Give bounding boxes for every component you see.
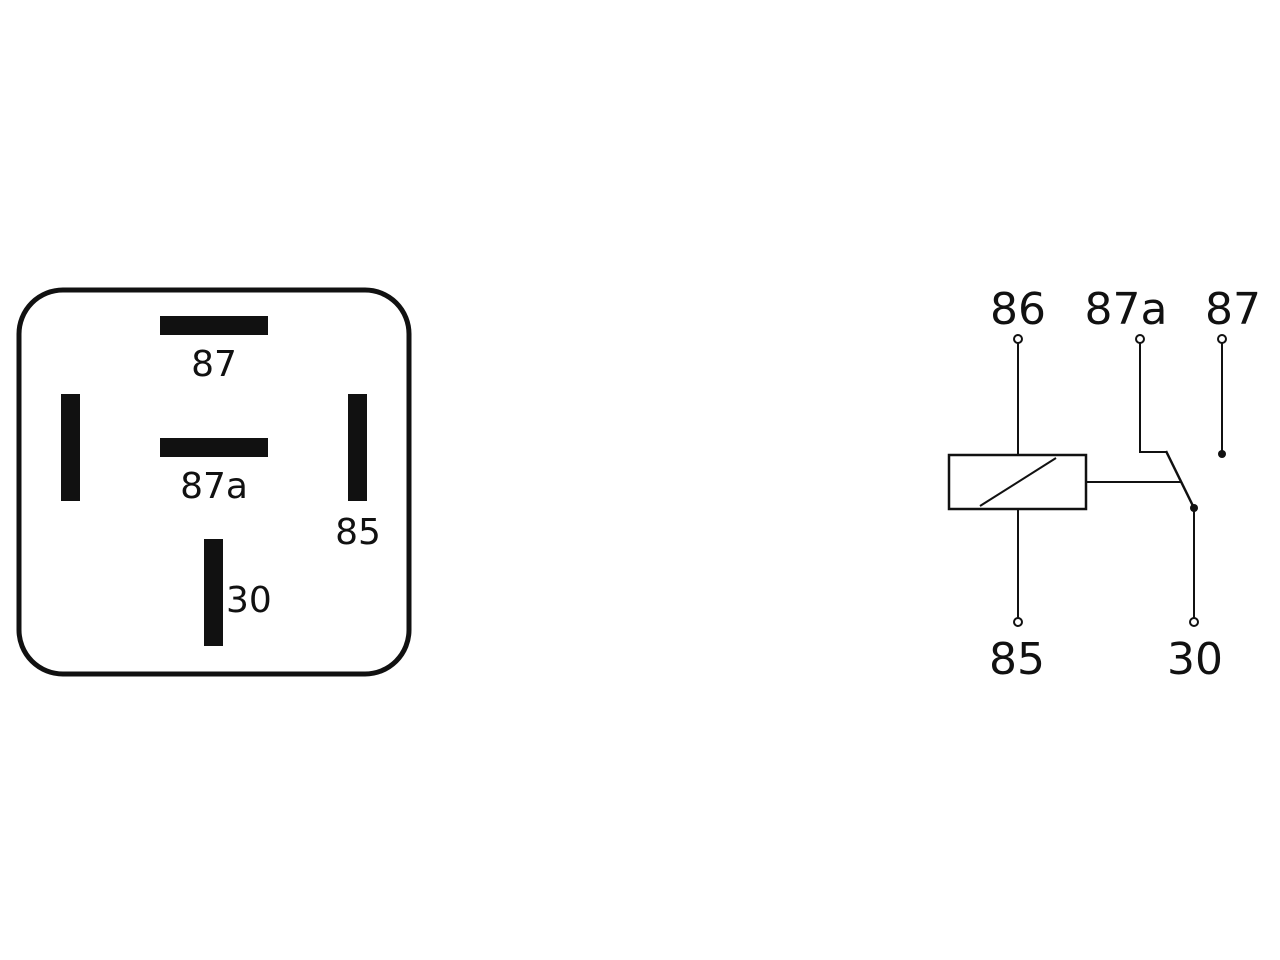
terminal-87-node bbox=[1217, 334, 1227, 344]
pin-85-label: 85 bbox=[335, 512, 381, 553]
pin-30-blade bbox=[204, 539, 223, 646]
terminal-87-label: 87 bbox=[1205, 284, 1261, 335]
terminal-85-node bbox=[1013, 617, 1023, 627]
pin-87a-label: 87a bbox=[180, 466, 248, 507]
pin-86-blade bbox=[61, 394, 80, 501]
pin-87-label: 87 bbox=[191, 344, 237, 385]
coil-winding-slash bbox=[979, 457, 1057, 507]
terminal-30-node bbox=[1189, 617, 1199, 627]
terminal-85-label: 85 bbox=[989, 634, 1045, 685]
switch-blade bbox=[1164, 450, 1196, 509]
pin-87-blade bbox=[160, 316, 268, 335]
contact-87a-wire bbox=[1139, 343, 1166, 453]
relay-housing-outline bbox=[16, 287, 412, 677]
terminal-86-label: 86 bbox=[990, 284, 1046, 335]
pin-87a-blade bbox=[160, 438, 268, 457]
contact-87-dot bbox=[1218, 450, 1226, 458]
terminal-30-label: 30 bbox=[1167, 634, 1223, 685]
pin-85-blade bbox=[348, 394, 367, 501]
terminal-87a-label: 87a bbox=[1085, 284, 1168, 335]
terminal-87a-node bbox=[1135, 334, 1145, 344]
relay-schematic: 86 87a 87 85 30 bbox=[947, 284, 1261, 685]
pin-30-label: 30 bbox=[226, 580, 272, 621]
relay-footprint: 87 87a 85 30 bbox=[16, 287, 412, 677]
terminal-86-node bbox=[1013, 334, 1023, 344]
